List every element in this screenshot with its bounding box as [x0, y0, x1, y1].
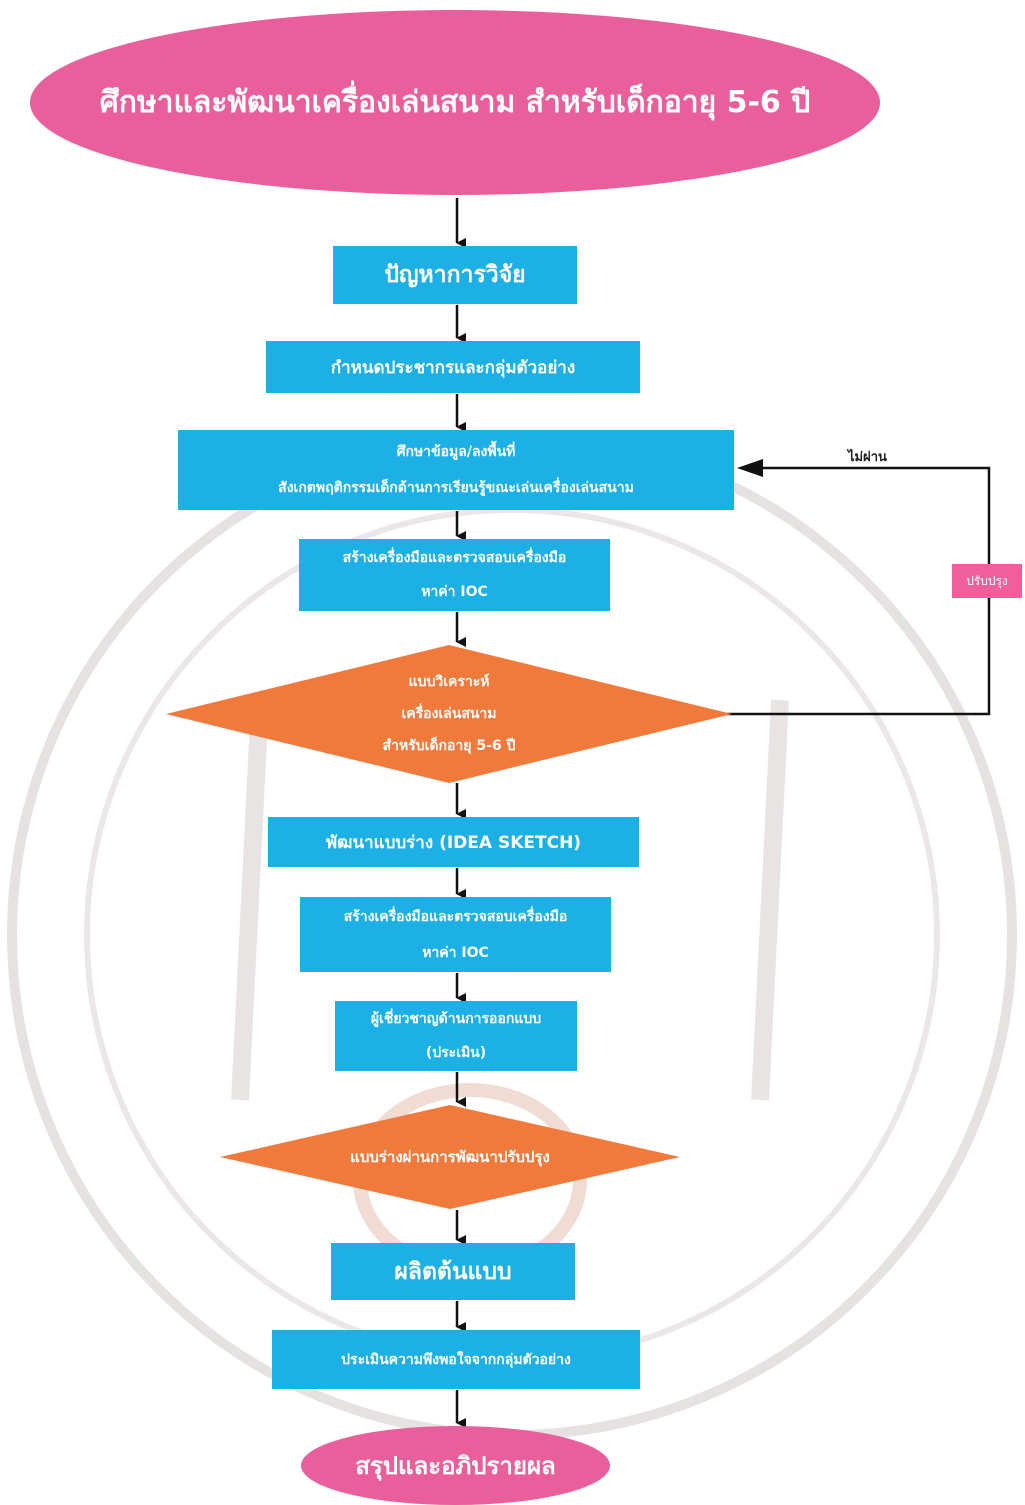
end-label: สรุปและอภิปรายผล [355, 1452, 556, 1480]
step-create-tool-1: สร้างเครื่องมือและตรวจสอบเครื่องมือ หาค่… [299, 539, 610, 611]
step-create-tool-2-line1: สร้างเครื่องมือและตรวจสอบเครื่องมือ [343, 908, 568, 925]
step-population-label: กำหนดประชากรและกลุ่มตัวอย่าง [330, 357, 576, 378]
step-idea-sketch: พัฒนาแบบร่าง (IDEA SKETCH) [268, 817, 639, 867]
decision-draft: แบบร่างผ่านการพัฒนาปรับปรุง [220, 1105, 680, 1209]
decision-analysis-shape [166, 645, 732, 783]
step-study-data: ศึกษาข้อมูล/ลงพื้นที่ สังเกตพฤติกรรมเด็ก… [178, 430, 734, 510]
step-create-tool-2: สร้างเครื่องมือและตรวจสอบเครื่องมือ หาค่… [300, 897, 611, 972]
step-satisfaction-label: ประเมินความพึงพอใจจากกลุ่มตัวอย่าง [341, 1351, 571, 1368]
step-expert-evaluation-line2: (ประเมิน) [425, 1045, 487, 1061]
step-study-data-line2: สังเกตพฤติกรรมเด็กด้านการเรียนรู้ขณะเล่น… [278, 480, 634, 496]
step-create-tool-1-line2: หาค่า IOC [421, 584, 488, 600]
step-expert-evaluation: ผู้เชี่ยวชาญด้านการออกแบบ (ประเมิน) [335, 1001, 577, 1071]
step-satisfaction: ประเมินความพึงพอใจจากกลุ่มตัวอย่าง [272, 1330, 640, 1389]
step-create-tool-2-line2: หาค่า IOC [422, 944, 489, 961]
loop-improve-label: ปรับปรุง [966, 573, 1008, 588]
start-terminal: ศึกษาและพัฒนาเครื่องเล่นสนาม สำหรับเด็กอ… [30, 10, 880, 195]
decision-draft-shape [220, 1105, 680, 1209]
decision-analysis-line3: สำหรับเด็กอายุ 5-6 ปี [382, 738, 516, 754]
step-study-data-line1: ศึกษาข้อมูล/ลงพื้นที่ [396, 444, 516, 460]
decision-analysis-line2: เครื่องเล่นสนาม [401, 706, 497, 722]
step-create-tool-1-line1: สร้างเครื่องมือและตรวจสอบเครื่องมือ [342, 550, 567, 566]
loop-improve-tag: ปรับปรุง [952, 564, 1022, 598]
step-idea-sketch-label: พัฒนาแบบร่าง (IDEA SKETCH) [325, 832, 582, 853]
decision-draft-label: แบบร่างผ่านการพัฒนาปรับปรุง [350, 1148, 550, 1166]
step-prototype-label: ผลิตต้นแบบ [394, 1258, 512, 1285]
loop-fail-label: ไม่ผ่าน [848, 450, 887, 465]
step-research-problem: ปัญหาการวิจัย [333, 246, 577, 304]
step-population: กำหนดประชากรและกลุ่มตัวอย่าง [266, 341, 640, 393]
step-prototype: ผลิตต้นแบบ [331, 1243, 575, 1300]
start-label: ศึกษาและพัฒนาเครื่องเล่นสนาม สำหรับเด็กอ… [99, 85, 811, 120]
end-terminal: สรุปและอภิปรายผล [301, 1426, 610, 1505]
decision-analysis-line1: แบบวิเคราะห์ [408, 674, 490, 690]
step-expert-evaluation-line1: ผู้เชี่ยวชาญด้านการออกแบบ [370, 1011, 542, 1027]
decision-analysis: แบบวิเคราะห์ เครื่องเล่นสนาม สำหรับเด็กอ… [166, 645, 732, 783]
step-research-problem-label: ปัญหาการวิจัย [384, 262, 526, 288]
